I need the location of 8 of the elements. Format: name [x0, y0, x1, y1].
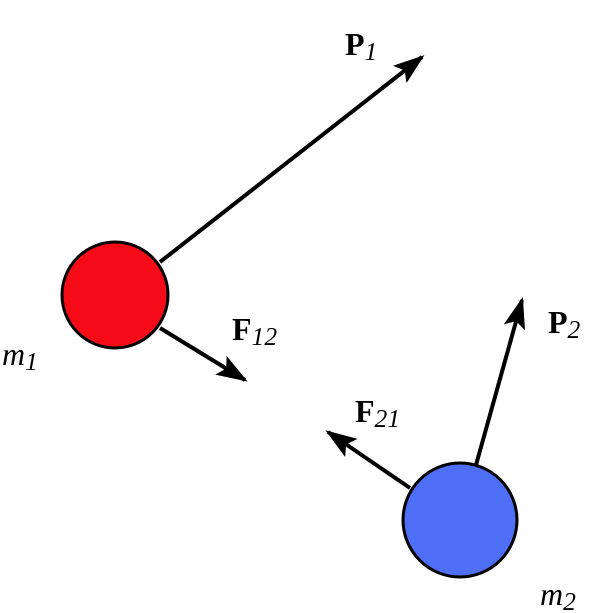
- vector-label: P$_{1}$: [345, 28, 378, 65]
- vector-label: F$_{12}$: [232, 313, 278, 350]
- mass-circle: [62, 242, 168, 348]
- vector-label: P$_{2}$: [548, 306, 580, 343]
- mass-circle: [403, 463, 517, 577]
- vector-label: F$_{21}$: [355, 395, 400, 432]
- mass-label: m$_{1}$: [2, 338, 38, 375]
- mass-label: m$_{2}$: [540, 578, 576, 613]
